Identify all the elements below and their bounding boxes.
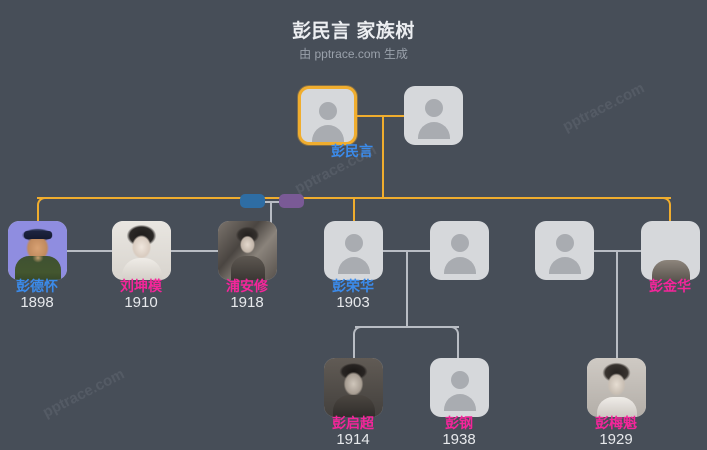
spouse-chip-blue[interactable] bbox=[240, 194, 265, 208]
connector-corner-right bbox=[661, 197, 671, 207]
node-pengqichao[interactable] bbox=[324, 358, 383, 417]
node-name: 彭民言 bbox=[331, 143, 373, 159]
watermark-text: pptrace.com bbox=[292, 141, 380, 198]
portrait-photo bbox=[641, 221, 700, 280]
node-pengronghua[interactable] bbox=[324, 221, 383, 280]
portrait-photo bbox=[587, 358, 646, 417]
connector-drop-pengqichao bbox=[353, 334, 355, 359]
connector-drop-pengjinhua bbox=[669, 205, 671, 222]
label-pengqichao: 彭启超 1914 bbox=[293, 415, 413, 448]
connector-couple-pengdehuai-liukunmo bbox=[67, 250, 112, 252]
node-penggang[interactable] bbox=[430, 358, 489, 417]
node-name: 彭启超 bbox=[332, 415, 374, 431]
node-pengminyan-spouse[interactable] bbox=[404, 86, 463, 145]
page-title: 彭民言 家族树 bbox=[292, 21, 415, 42]
node-year: 1914 bbox=[336, 430, 370, 448]
node-name: 刘坤模 bbox=[120, 278, 162, 294]
portrait-photo bbox=[218, 221, 277, 280]
connector-drop-pengronghua bbox=[353, 199, 355, 222]
node-pengmeikui[interactable] bbox=[587, 358, 646, 417]
connector-chip-stub bbox=[270, 202, 272, 223]
label-pengjinhua: 彭金华 bbox=[610, 278, 707, 295]
person-placeholder-icon bbox=[404, 86, 463, 145]
node-pengjinhua[interactable] bbox=[641, 221, 700, 280]
connector-corner-penggang bbox=[449, 326, 459, 336]
connector-corner-pengqichao bbox=[353, 326, 363, 336]
label-pengmeikui: 彭梅魁 1929 bbox=[556, 415, 676, 448]
connector-drop-gen3-left bbox=[406, 250, 408, 327]
connector-root-drop bbox=[382, 115, 384, 198]
node-name: 浦安修 bbox=[226, 278, 268, 294]
person-placeholder-icon bbox=[301, 89, 354, 142]
node-year: 1929 bbox=[599, 430, 633, 448]
label-puanxiu: 浦安修 1918 bbox=[187, 278, 307, 311]
portrait-photo bbox=[324, 358, 383, 417]
connector-sibling-bus bbox=[37, 197, 671, 199]
node-year: 1918 bbox=[230, 293, 264, 311]
node-year: 1938 bbox=[442, 430, 476, 448]
connector-couple-liukunmo-puanxiu bbox=[171, 250, 218, 252]
page-subtitle: 由 pptrace.com 生成 bbox=[299, 47, 408, 61]
label-pengronghua: 彭荣华 1903 bbox=[293, 278, 413, 311]
node-liukunmo[interactable] bbox=[112, 221, 171, 280]
node-pengminyan[interactable] bbox=[298, 86, 357, 145]
person-placeholder-icon bbox=[430, 358, 489, 417]
connector-drop-pengmeikui bbox=[616, 250, 618, 359]
node-pengdehuai[interactable] bbox=[8, 221, 67, 280]
person-placeholder-icon bbox=[324, 221, 383, 280]
node-name: 彭梅魁 bbox=[595, 415, 637, 431]
node-name: 彭德怀 bbox=[16, 278, 58, 294]
portrait-photo bbox=[112, 221, 171, 280]
node-year: 1898 bbox=[20, 293, 54, 311]
watermark-text: pptrace.com bbox=[560, 79, 648, 136]
connector-root-couple bbox=[356, 115, 404, 117]
portrait-photo bbox=[8, 221, 67, 280]
node-name: 彭荣华 bbox=[332, 278, 374, 294]
node-pengjinhua-spouse[interactable] bbox=[535, 221, 594, 280]
node-year: 1910 bbox=[124, 293, 158, 311]
label-pengminyan: 彭民言 bbox=[292, 143, 412, 160]
connector-drop-penggang bbox=[457, 334, 459, 359]
node-name: 彭钢 bbox=[445, 415, 473, 431]
connector-drop-pengdehuai bbox=[37, 205, 39, 222]
node-name: 彭金华 bbox=[649, 278, 691, 294]
connector-bus-gen3-left bbox=[355, 326, 459, 328]
node-puanxiu[interactable] bbox=[218, 221, 277, 280]
node-year: 1903 bbox=[336, 293, 370, 311]
label-liukunmo: 刘坤模 1910 bbox=[81, 278, 201, 311]
connector-chip-bridge bbox=[262, 201, 279, 203]
connector-corner-left bbox=[37, 197, 47, 207]
person-placeholder-icon bbox=[430, 221, 489, 280]
person-placeholder-icon bbox=[535, 221, 594, 280]
label-penggang: 彭钢 1938 bbox=[399, 415, 519, 448]
watermark-text: pptrace.com bbox=[40, 365, 128, 422]
spouse-chip-purple[interactable] bbox=[279, 194, 304, 208]
label-pengdehuai: 彭德怀 1898 bbox=[0, 278, 97, 311]
node-pengronghua-spouse[interactable] bbox=[430, 221, 489, 280]
